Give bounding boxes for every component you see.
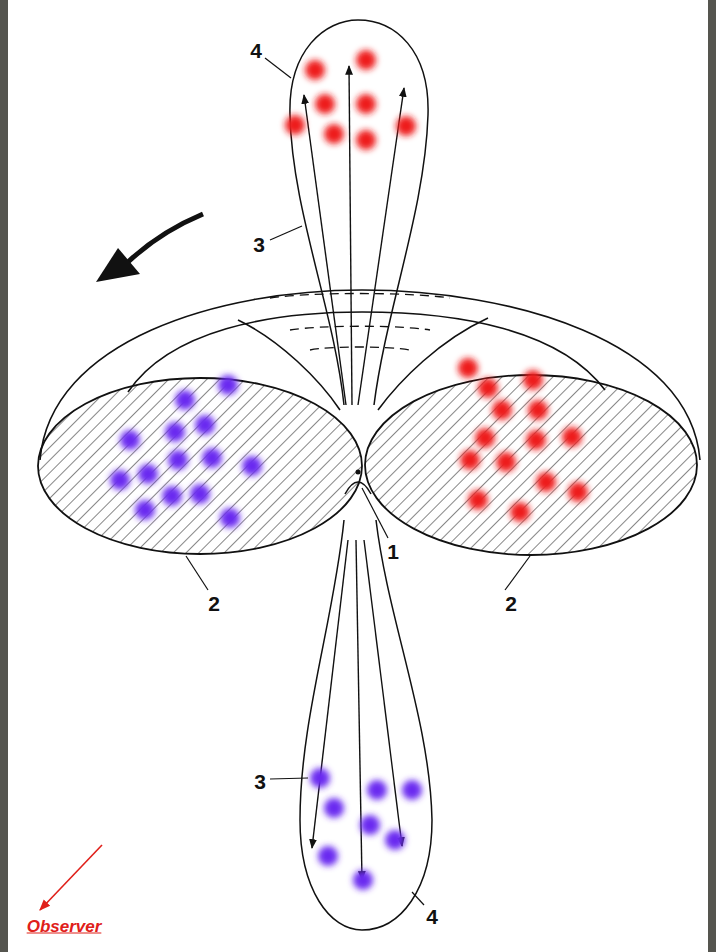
callout-number: 4 — [426, 906, 438, 927]
red-blobs — [458, 358, 588, 522]
white-panel — [8, 0, 708, 952]
rotation-arrowhead — [96, 248, 140, 282]
leader-lines — [186, 58, 530, 905]
torus-cross-section — [365, 375, 697, 555]
torus-hidden-edges — [270, 294, 450, 351]
callout-number: 3 — [254, 771, 266, 792]
blue-blobs — [310, 768, 422, 890]
red-blobs — [285, 50, 416, 150]
jet-flow-arrows — [312, 540, 402, 880]
callout-number: 2 — [505, 593, 517, 614]
callout-number: 3 — [253, 234, 265, 255]
callout-number: 1 — [387, 541, 399, 562]
callout-number: 4 — [250, 40, 262, 61]
blue-blobs — [110, 375, 262, 528]
torus-cross-section — [38, 378, 362, 554]
observer-label: Observer — [27, 918, 102, 935]
central-object — [356, 470, 361, 475]
rotation-arrow — [128, 214, 203, 262]
callout-number: 2 — [208, 593, 220, 614]
jet-lobe — [300, 520, 432, 930]
jet-lobe — [290, 20, 428, 405]
central-hole — [345, 482, 371, 494]
observer-arrow — [40, 845, 102, 910]
jet-flow-arrows — [304, 66, 404, 405]
